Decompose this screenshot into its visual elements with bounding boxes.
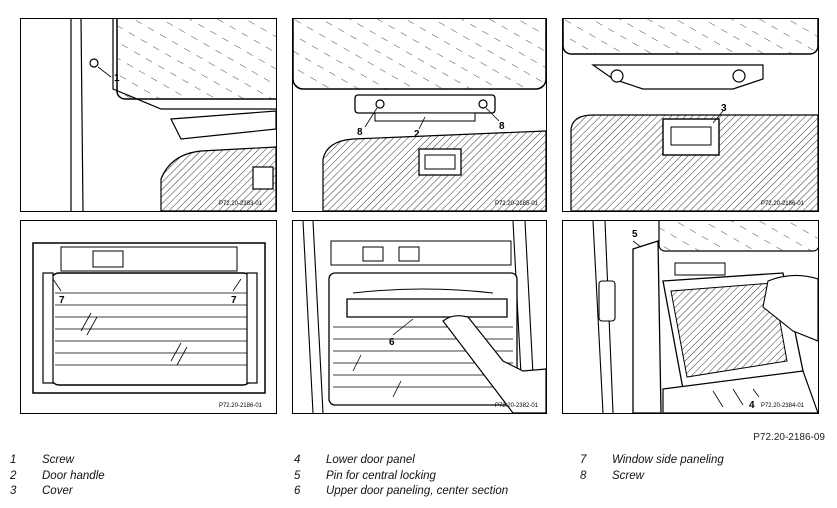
- screw-icon: [375, 99, 385, 109]
- panel-3-cover: 3 P72.20-2186-01: [562, 18, 819, 212]
- screw-icon: [89, 58, 99, 68]
- screw-icon: [610, 69, 624, 83]
- figure-code: P72.20-2186-09: [753, 432, 825, 443]
- callout-8-left: 8: [357, 127, 363, 138]
- panel-3-code: P72.20-2186-01: [760, 201, 804, 207]
- pin-icon: [632, 240, 662, 413]
- callout-4: 4: [749, 400, 755, 411]
- callout-8-right: 8: [499, 121, 505, 132]
- panel-6-lower-door-panel: 5 4 P72.20-2384-01: [562, 220, 819, 414]
- panel-2-illustration: 8 2 8: [293, 19, 546, 211]
- screw-icon: [732, 69, 746, 83]
- callout-7-left: 7: [59, 295, 65, 306]
- panel-5-upper-door-paneling: 6 P72.20-2382-01: [292, 220, 547, 414]
- panel-1-illustration: 1: [70, 19, 276, 211]
- panel-1-code: P72.20-2383-01: [218, 201, 262, 207]
- panel-4-illustration: 7 7: [32, 242, 266, 394]
- panel-5-illustration: 6: [302, 221, 546, 413]
- callout-7-right: 7: [231, 295, 237, 306]
- panel-4-code: P72.20-2186-01: [218, 403, 262, 409]
- panel-5-code: P72.20-2382-01: [494, 403, 538, 409]
- hand-icon: [442, 315, 546, 413]
- panel-2-code: P72.20-2185-01: [494, 201, 538, 207]
- panel-1-screw: 1 P72.20-2383-01: [20, 18, 277, 212]
- panel-4-window-side-paneling: 7 7 P72.20-2186-01: [20, 220, 277, 414]
- panel-2-door-handle: 8 2 8 P72.20-2185-01: [292, 18, 547, 212]
- callout-2: 2: [414, 129, 420, 140]
- callout-5: 5: [632, 229, 638, 240]
- callout-6: 6: [389, 337, 395, 348]
- hand-icon: [762, 274, 818, 342]
- screw-icon: [478, 99, 488, 109]
- panel-6-code: P72.20-2384-01: [760, 403, 804, 409]
- panel-6-illustration: 5 4: [592, 221, 818, 413]
- callout-1: 1: [114, 73, 120, 84]
- callout-3: 3: [721, 103, 727, 114]
- panel-3-illustration: 3: [563, 19, 818, 211]
